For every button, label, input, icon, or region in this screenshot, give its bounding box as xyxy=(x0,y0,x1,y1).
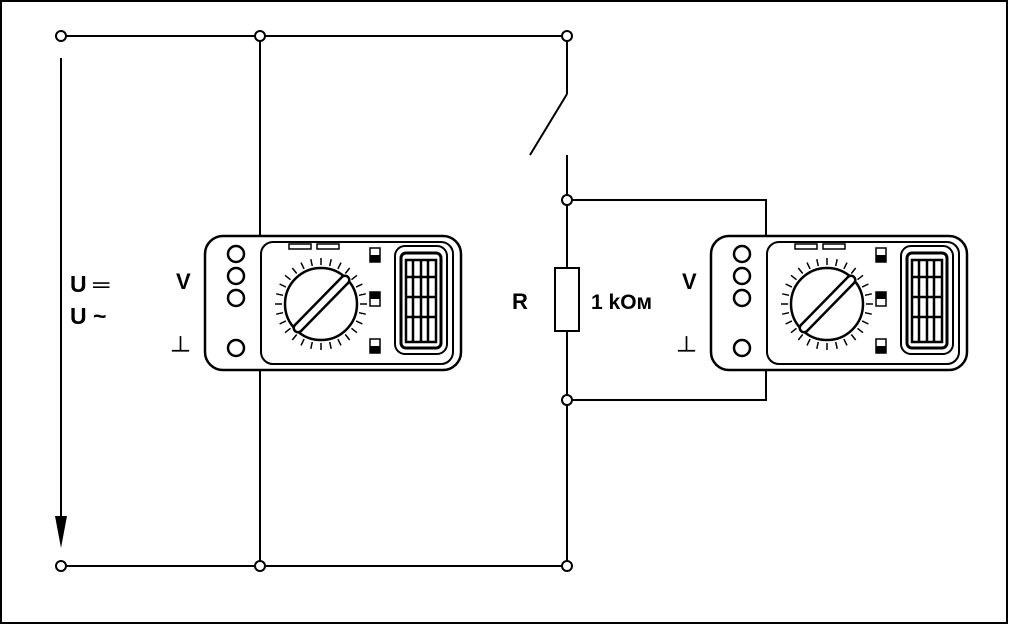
dial-tick xyxy=(782,311,790,315)
meter-switches xyxy=(369,247,381,354)
dial-tick xyxy=(850,267,857,274)
dial-tick xyxy=(861,320,869,325)
meter-indicator-slot xyxy=(316,243,340,250)
dial-tick xyxy=(300,262,305,270)
dial-tick xyxy=(355,320,363,325)
dial-tick xyxy=(291,267,298,274)
multimeter-right xyxy=(709,234,969,372)
dial-tick xyxy=(790,327,797,334)
dial-tick xyxy=(310,341,314,349)
node-top-left xyxy=(55,30,67,42)
wiring xyxy=(60,35,767,567)
meter-display xyxy=(900,245,954,355)
voltage-arrow-head xyxy=(55,516,67,548)
dial-tick xyxy=(797,267,804,274)
dial-tick xyxy=(300,338,305,346)
multimeter-left xyxy=(203,234,463,372)
meter-jack-voltage xyxy=(226,266,246,286)
resistor-body xyxy=(554,267,580,332)
dial-tick xyxy=(806,262,811,270)
dial-tick xyxy=(816,259,820,267)
dial-tick xyxy=(310,259,314,267)
node-top-mid xyxy=(254,30,266,42)
dial-tick xyxy=(279,283,287,288)
dial-tick xyxy=(861,283,869,288)
dial-tick xyxy=(355,283,363,288)
dial-tick xyxy=(276,293,284,297)
meter-left-ground-label: ┴ xyxy=(171,336,190,364)
meter-jack-1 xyxy=(226,244,246,264)
supply-dc-label: U ═ xyxy=(70,271,110,297)
meter-jack-3 xyxy=(226,288,246,308)
meter-dial xyxy=(275,258,367,350)
dial-tick xyxy=(328,259,332,267)
dial-tick xyxy=(351,327,358,334)
node-resistor-bottom xyxy=(561,394,573,406)
meter-switches xyxy=(875,247,887,354)
dial-tick xyxy=(276,311,284,315)
node-bottom-left xyxy=(55,560,67,572)
meter-indicator-slot xyxy=(794,243,818,250)
dial-tick xyxy=(834,341,838,349)
meter-dial xyxy=(781,258,873,350)
dial-tick xyxy=(358,311,366,315)
supply-ac-label: U ~ xyxy=(70,303,106,329)
dial-tick xyxy=(351,274,358,281)
node-resistor-top xyxy=(561,194,573,206)
dial-tick xyxy=(284,274,291,281)
dial-tick xyxy=(328,341,332,349)
switch-lever xyxy=(529,93,568,156)
meter-display xyxy=(394,245,448,355)
dial-tick xyxy=(843,262,848,270)
meter-indicator-slot xyxy=(822,243,846,250)
dial-tick xyxy=(857,327,864,334)
dial-tick xyxy=(291,334,298,341)
resistor-value-label: 1 kOм xyxy=(591,291,652,314)
dial-tick xyxy=(337,338,342,346)
meter-jack-3 xyxy=(732,288,752,308)
dial-tick xyxy=(284,327,291,334)
dial-tick xyxy=(358,293,366,297)
dial-tick xyxy=(834,259,838,267)
node-top-right xyxy=(561,30,573,42)
dial-tick xyxy=(337,262,342,270)
meter-right-voltage-label: V xyxy=(682,269,697,294)
meter-jack-ground xyxy=(732,338,752,358)
dial-tick xyxy=(850,334,857,341)
resistor-name-label: R xyxy=(512,289,528,314)
meter-jack-ground xyxy=(226,338,246,358)
dial-tick xyxy=(797,334,804,341)
node-bottom-mid xyxy=(254,560,266,572)
meter-jack-1 xyxy=(732,244,752,264)
meter-left-voltage-label: V xyxy=(176,269,191,294)
dial-tick xyxy=(864,311,872,315)
node-bottom-right xyxy=(561,560,573,572)
dial-tick xyxy=(857,274,864,281)
dial-tick xyxy=(785,283,793,288)
dial-tick xyxy=(816,341,820,349)
dial-tick xyxy=(344,334,351,341)
meter-indicator-slot xyxy=(288,243,312,250)
dial-tick xyxy=(279,320,287,325)
dial-tick xyxy=(785,320,793,325)
dial-tick xyxy=(806,338,811,346)
dial-tick xyxy=(782,293,790,297)
dial-tick xyxy=(790,274,797,281)
meter-right-ground-label: ┴ xyxy=(677,336,696,364)
dial-tick xyxy=(843,338,848,346)
dial-tick xyxy=(344,267,351,274)
dial-tick xyxy=(864,293,872,297)
nodes xyxy=(55,30,573,572)
meter-jack-voltage xyxy=(732,266,752,286)
